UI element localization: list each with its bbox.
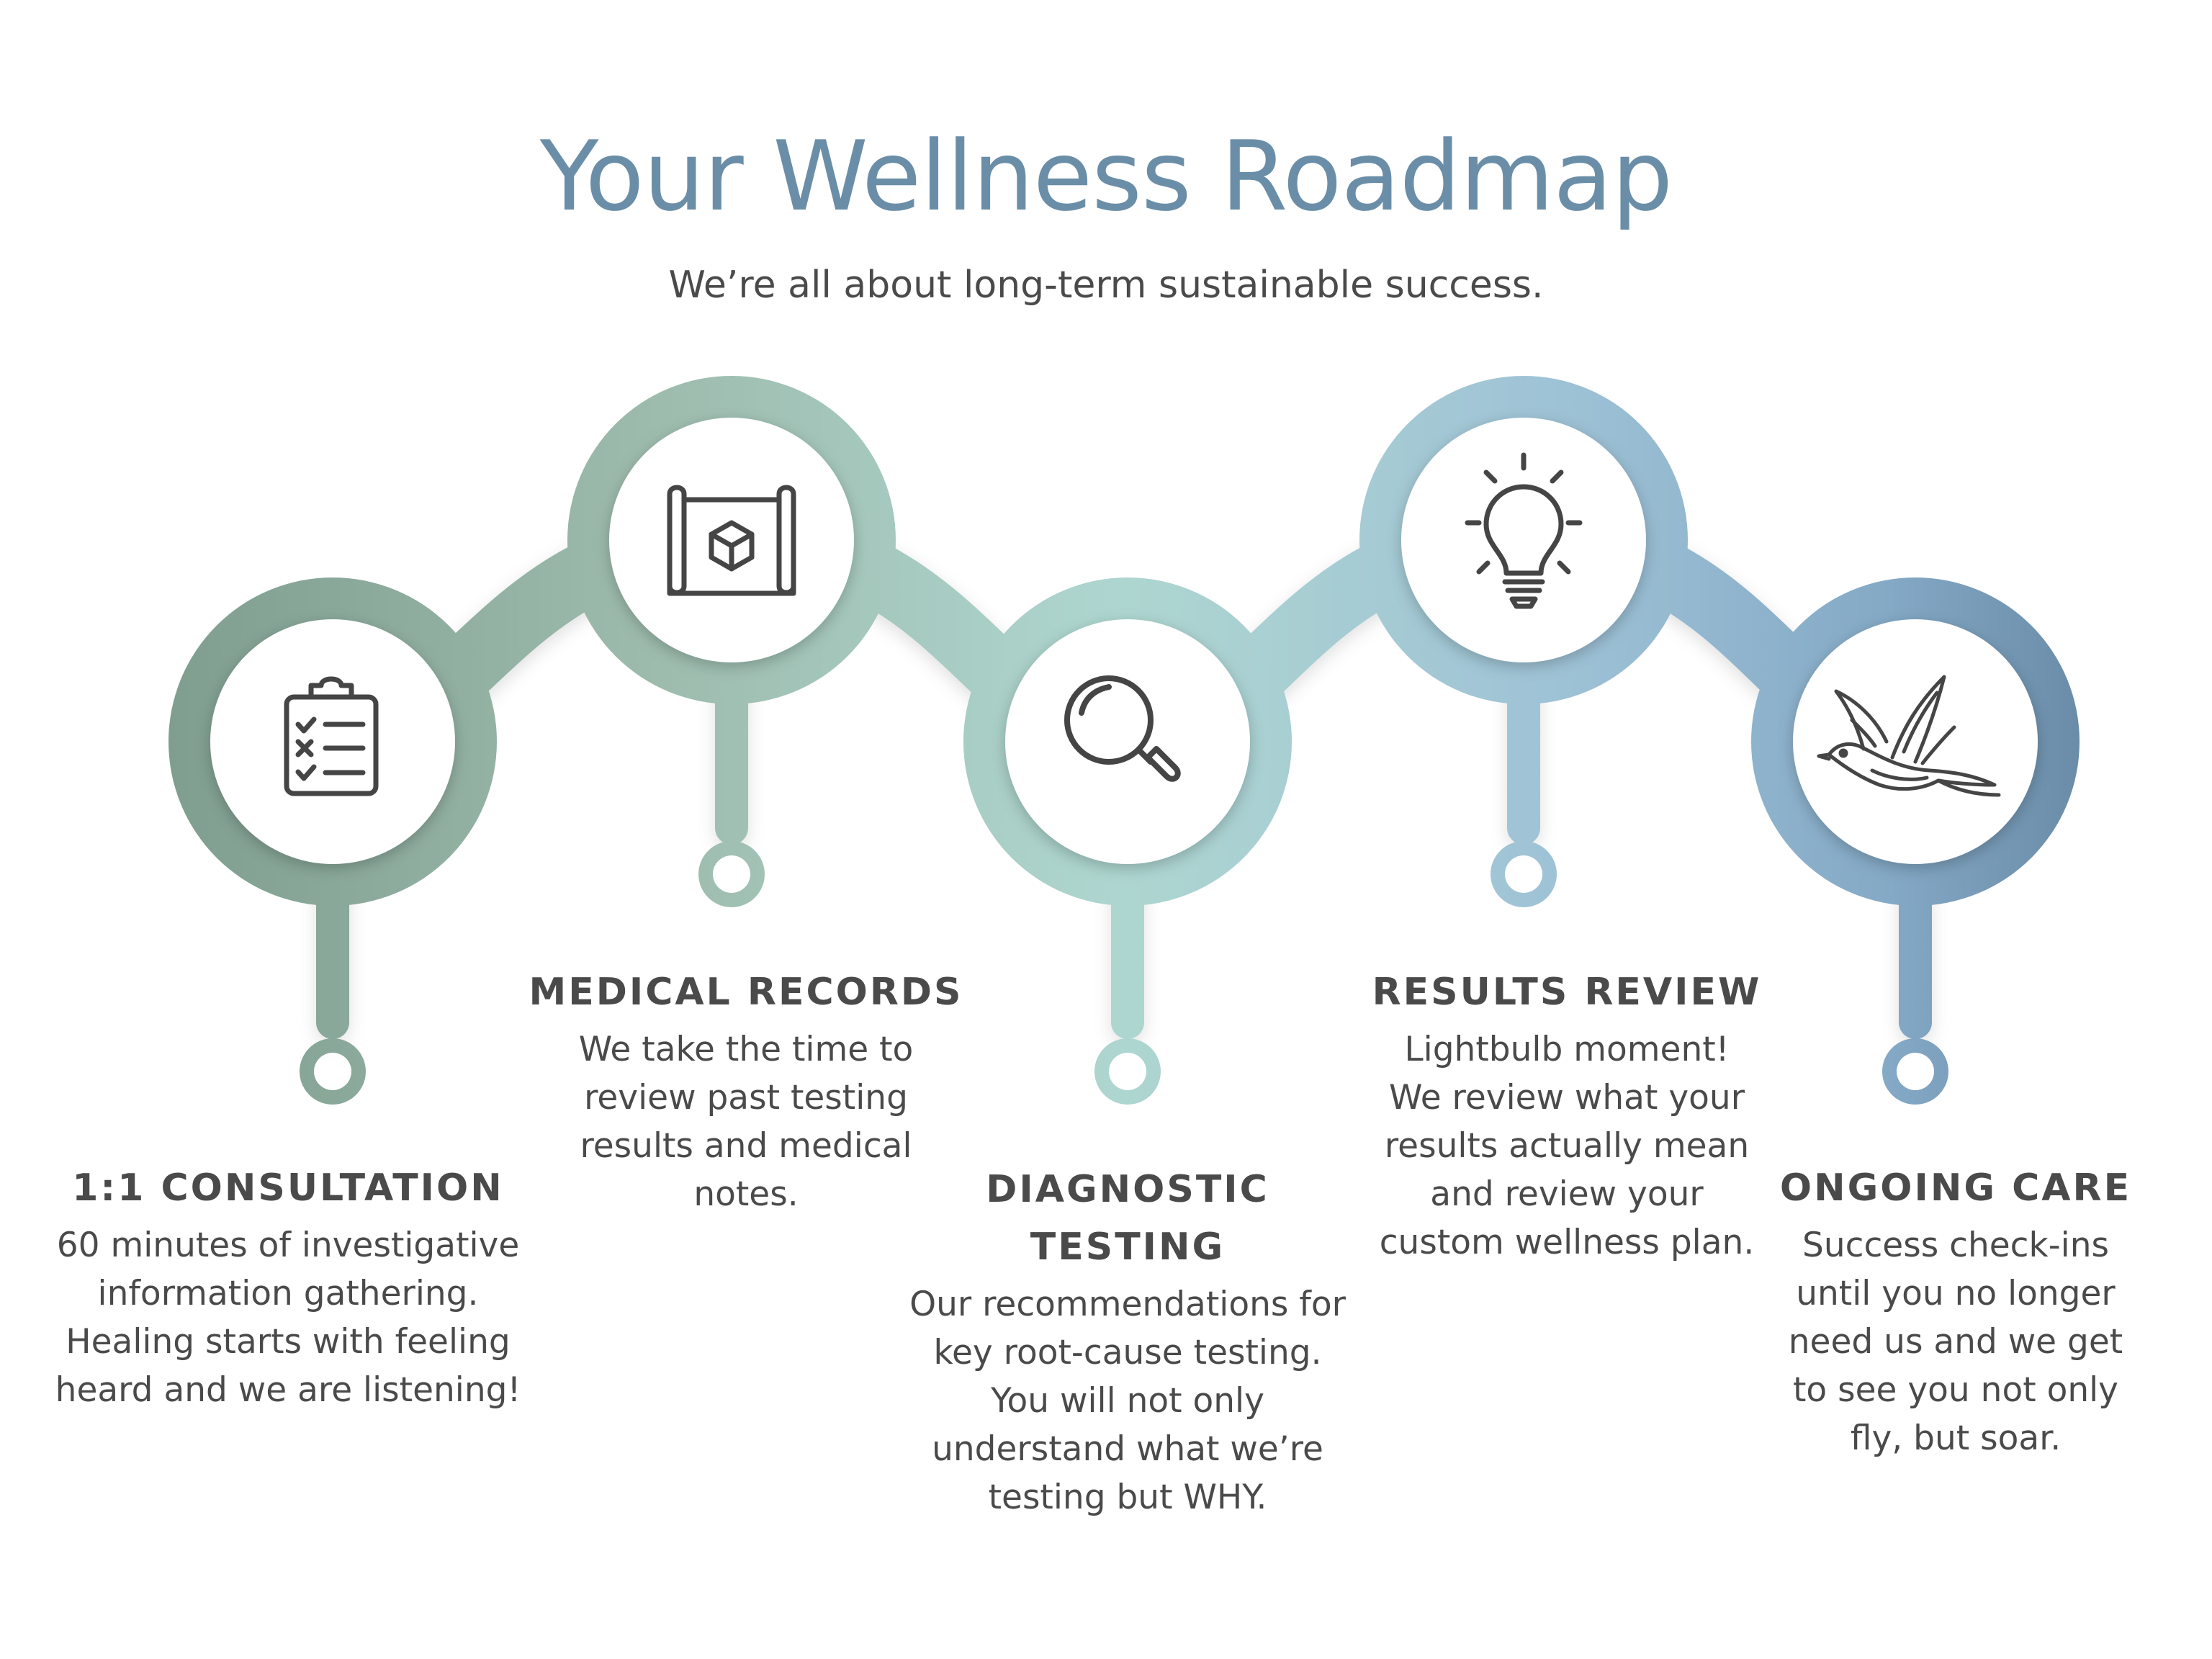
step-title: RESULTS REVIEW (1372, 971, 1762, 1014)
step-consultation: 1:1 CONSULTATION 60 minutes of investiga… (29, 1159, 547, 1414)
pin-hole-3 (1109, 1053, 1146, 1090)
step-title: DIAGNOSTIC TESTING (986, 1168, 1269, 1269)
step-description: Lightbulb moment! We review what your re… (1379, 1030, 1755, 1262)
step-title: ONGOING CARE (1779, 1166, 2132, 1210)
page-subtitle: We’re all about long-term sustainable su… (668, 264, 1544, 307)
step-description: Our recommendations for key root-cause t… (909, 1285, 1346, 1517)
page-title: Your Wellness Roadmap (539, 120, 1673, 233)
step-description: 60 minutes of investigative information … (55, 1226, 521, 1410)
node-disc-3 (1005, 619, 1250, 864)
node-disc-5 (1793, 619, 2038, 864)
pin-hole-2 (713, 855, 750, 893)
node-disc-2 (609, 418, 854, 662)
step-title: MEDICAL RECORDS (529, 971, 963, 1014)
step-description: We take the time to review past testing … (578, 1030, 914, 1214)
magnifying-glass-icon (1064, 675, 1181, 782)
blueprint-icon (667, 485, 796, 596)
step-medical-records: MEDICAL RECORDS We take the time to revi… (494, 963, 998, 1218)
node-disc-1 (210, 619, 455, 864)
step-description: Success check-ins until you no longer ne… (1788, 1226, 2123, 1458)
step-diagnostic-testing: DIAGNOSTIC TESTING Our recommendations f… (890, 1161, 1365, 1521)
pin-hole-5 (1897, 1053, 1934, 1090)
swallow-bird-icon (1817, 675, 2001, 797)
step-results-review: RESULTS REVIEW Lightbulb moment! We revi… (1315, 963, 1819, 1267)
node-disc-4 (1401, 418, 1646, 662)
pin-hole-1 (314, 1053, 351, 1090)
clipboard-checklist-icon (284, 676, 379, 796)
step-ongoing-care: ONGOING CARE Success check-ins until you… (1725, 1159, 2186, 1462)
lightbulb-icon (1465, 452, 1583, 609)
pin-hole-4 (1505, 855, 1542, 893)
step-title: 1:1 CONSULTATION (72, 1166, 504, 1210)
